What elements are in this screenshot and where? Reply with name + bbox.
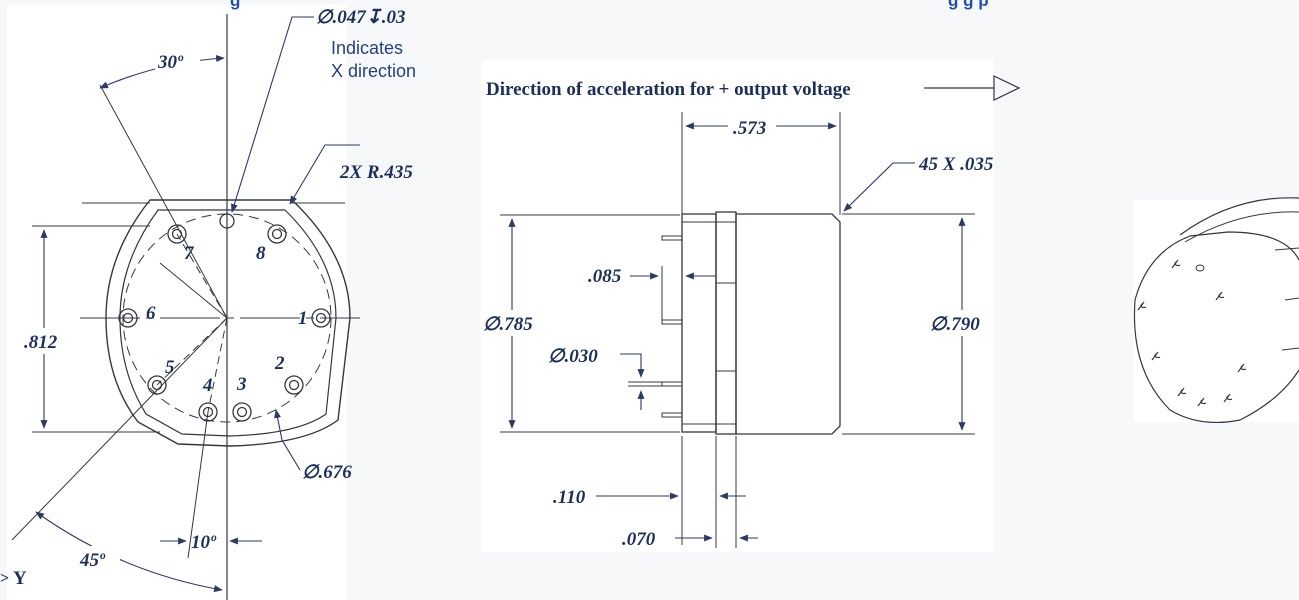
pin-number-8: 8 <box>256 243 266 264</box>
hole-callout-leader <box>230 16 314 213</box>
flange <box>715 211 737 435</box>
indicates-text: Indicates <box>331 38 403 58</box>
height-label: .812 <box>24 332 58 353</box>
flange-offset-label: .110 <box>553 487 586 508</box>
pin-hole-2 <box>284 375 304 395</box>
pin-number-4: 4 <box>202 375 213 396</box>
pin-number-2: 2 <box>274 353 285 374</box>
angle-30-label: 30º <box>157 52 184 73</box>
pin-hole-3 <box>232 402 252 422</box>
bolt-circle-leader <box>274 409 301 471</box>
pin-number-1: 1 <box>298 308 308 329</box>
length-label: .573 <box>733 118 766 139</box>
chamfer-leader <box>843 162 915 212</box>
top-fragment-left: g <box>230 0 240 10</box>
angle-45-label: 45º <box>79 550 106 571</box>
body-outline <box>105 199 351 447</box>
iso-pins <box>1137 259 1247 407</box>
x-indicator-hole <box>219 213 235 229</box>
front-view: .812 1 2 3 4 5 6 7 8 ∅.047 <box>0 7 416 600</box>
pin-number-3: 3 <box>236 374 247 395</box>
pin-hole-8 <box>267 224 287 244</box>
pin-hole-1 <box>311 308 331 328</box>
side-view: Direction of acceleration for + output v… <box>480 75 1021 550</box>
isometric-panel <box>1133 200 1299 422</box>
radius-leader <box>289 144 360 205</box>
angle-45-arc <box>35 511 223 593</box>
angle-10-label: 10º <box>191 532 217 553</box>
side-pins <box>661 235 683 418</box>
isometric-view <box>1133 197 1299 424</box>
pin-diameter-label: ∅.030 <box>548 346 598 367</box>
direction-text: Direction of acceleration for + output v… <box>486 79 851 100</box>
flange-thickness-label: .070 <box>622 529 656 550</box>
top-fragment-right: g g p <box>948 0 989 10</box>
radius-label: 2X R.435 <box>339 162 413 183</box>
bolt-circle-label: ∅.676 <box>302 462 352 483</box>
hole-callout: ∅.047↧.03 <box>316 7 405 28</box>
body-inner-outline <box>119 209 337 437</box>
x-direction-text: X direction <box>331 61 416 81</box>
front-view-panel <box>7 5 347 600</box>
pin-hole-4 <box>198 402 218 422</box>
pin-number-6: 6 <box>146 303 156 324</box>
pin-holes <box>118 213 331 422</box>
chamfer-label: 45 X .035 <box>918 154 994 175</box>
connector-face <box>681 213 717 433</box>
direction-arrow-icon <box>993 75 1021 101</box>
pin-hole-6 <box>118 308 138 328</box>
housing-body <box>735 213 841 435</box>
y-axis-label: Y <box>13 568 27 589</box>
right-diameter-label: ∅.790 <box>930 314 980 335</box>
pin-spacing-label: .085 <box>588 266 622 287</box>
side-view-panel <box>482 60 994 552</box>
svg-text:>: > <box>0 570 9 587</box>
left-diameter-label: ∅.785 <box>483 314 533 335</box>
pin-number-5: 5 <box>165 357 175 378</box>
pin-number-7: 7 <box>184 243 195 264</box>
